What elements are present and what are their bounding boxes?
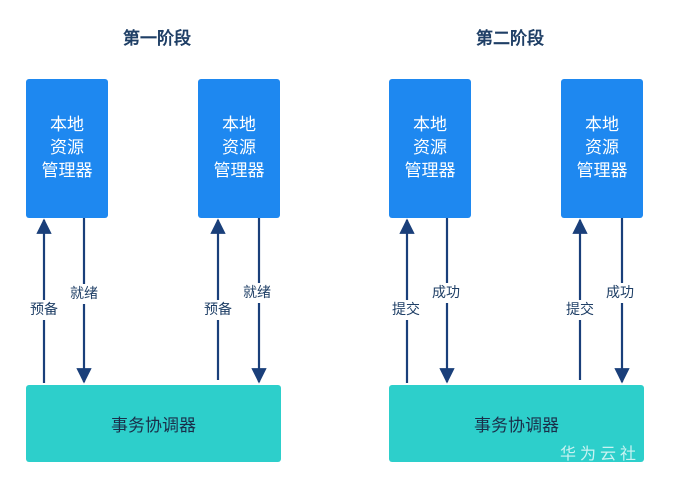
prepare-label-2: 预备 xyxy=(204,300,232,320)
resource-manager-label-line: 管理器 xyxy=(213,161,265,181)
phase-2-title: 第二阶段 xyxy=(476,29,544,49)
resource-manager-4: 本地 资源 管理器 xyxy=(561,79,643,218)
coordinator-label: 事务协调器 xyxy=(111,416,196,436)
commit-label-1: 提交 xyxy=(392,300,420,320)
resource-manager-1: 本地 资源 管理器 xyxy=(26,79,108,218)
resource-manager-label-line: 本地 xyxy=(585,115,619,135)
coordinator-label: 事务协调器 xyxy=(474,416,559,436)
transaction-coordinator-1: 事务协调器 xyxy=(26,385,281,462)
resource-manager-label-line: 本地 xyxy=(50,115,84,135)
ready-label-2: 就绪 xyxy=(243,283,271,303)
resource-manager-label-line: 资源 xyxy=(50,138,84,158)
phase-1-title: 第一阶段 xyxy=(123,29,191,49)
success-label-2: 成功 xyxy=(606,283,634,303)
resource-manager-2: 本地 资源 管理器 xyxy=(198,79,280,218)
commit-label-2: 提交 xyxy=(566,300,594,320)
resource-manager-label-line: 本地 xyxy=(413,115,447,135)
resource-manager-label-line: 管理器 xyxy=(41,161,93,181)
resource-manager-label-line: 本地 xyxy=(222,115,256,135)
ready-label-1: 就绪 xyxy=(70,284,98,304)
resource-manager-label-line: 资源 xyxy=(222,138,256,158)
resource-manager-label-line: 管理器 xyxy=(576,161,628,181)
transaction-coordinator-2: 事务协调器 xyxy=(389,385,644,462)
resource-manager-label-line: 资源 xyxy=(413,138,447,158)
prepare-label-1: 预备 xyxy=(30,300,58,320)
success-label-1: 成功 xyxy=(432,283,460,303)
resource-manager-label-line: 资源 xyxy=(585,138,619,158)
resource-manager-label-line: 管理器 xyxy=(404,161,456,181)
watermark: 华为云社 xyxy=(560,444,641,463)
resource-manager-3: 本地 资源 管理器 xyxy=(389,79,471,218)
